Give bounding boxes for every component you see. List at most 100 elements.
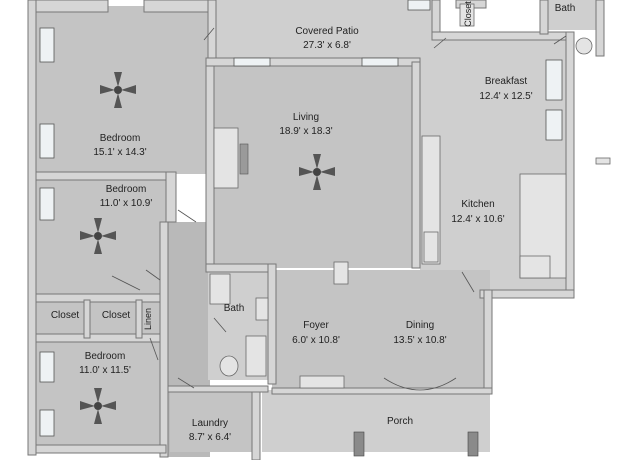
fireplace bbox=[213, 127, 239, 189]
wall-living-right bbox=[411, 61, 421, 269]
living-size: 18.9' x 18.3' bbox=[279, 126, 332, 137]
dining-size: 13.5' x 10.8' bbox=[393, 335, 446, 346]
window-bed1-1 bbox=[39, 27, 55, 63]
linen-name: Linen bbox=[143, 308, 153, 330]
covered-patio-floor bbox=[216, 0, 438, 62]
window-bed3-1 bbox=[39, 351, 55, 383]
ceiling-fan-icon bbox=[100, 72, 136, 108]
door-kitchen bbox=[461, 271, 475, 293]
window-breakfast-1 bbox=[545, 59, 563, 101]
wall-bed2-right bbox=[165, 171, 177, 223]
kitchen-size: 12.4' x 10.6' bbox=[451, 214, 504, 225]
ceiling-fan-icon bbox=[80, 218, 116, 254]
windows bbox=[39, 0, 563, 437]
doors bbox=[111, 27, 567, 389]
wall-top-1 bbox=[35, 0, 109, 13]
window-bed3-2 bbox=[39, 409, 55, 437]
wall-laundry-right bbox=[251, 391, 261, 460]
wall-kitchen-right bbox=[565, 31, 575, 297]
breakfast-size: 12.4' x 12.5' bbox=[479, 91, 532, 102]
bath-top-name: Bath bbox=[555, 3, 576, 14]
porch-column-2 bbox=[467, 431, 479, 457]
bath-top-floor bbox=[546, 0, 600, 30]
bath-mid-toilet bbox=[255, 297, 269, 321]
wall-top-2 bbox=[143, 0, 209, 13]
laundry-floor bbox=[170, 392, 260, 452]
living-name: Living bbox=[293, 112, 319, 123]
bedroom-3-name: Bedroom bbox=[85, 351, 126, 362]
window-living-2 bbox=[361, 57, 399, 67]
bedroom-2-size: 11.0' x 10.9' bbox=[100, 198, 153, 209]
dining-name: Dining bbox=[406, 320, 434, 331]
window-living-1 bbox=[233, 57, 271, 67]
ceiling-fan-icon bbox=[80, 388, 116, 424]
wall-closets-bed3 bbox=[35, 333, 167, 343]
wall-bed1-bed2 bbox=[35, 171, 177, 181]
foyer-name: Foyer bbox=[303, 320, 329, 331]
wall-kitchen-bottom bbox=[479, 289, 575, 299]
window-bed1-2 bbox=[39, 123, 55, 159]
wall-bath-top-right bbox=[595, 0, 605, 57]
wall-closet-sep-2 bbox=[135, 299, 143, 339]
bedroom-1-size: 15.1' x 14.3' bbox=[93, 147, 146, 158]
door-closet-2 bbox=[145, 269, 161, 281]
door-bath-top bbox=[553, 35, 567, 45]
ceiling-fan-icon bbox=[299, 154, 335, 190]
door-bath-mid bbox=[213, 317, 227, 333]
door-laundry bbox=[177, 377, 195, 389]
window-breakfast-2 bbox=[545, 109, 563, 141]
covered-patio-name: Covered Patio bbox=[295, 26, 359, 37]
kitchen-sink bbox=[519, 255, 551, 279]
ceiling-fans bbox=[80, 72, 335, 424]
porch-floor bbox=[262, 390, 490, 452]
bath-top-sink bbox=[575, 37, 593, 55]
closet-1-name: Closet bbox=[51, 310, 80, 321]
closet-top-shelf bbox=[459, 3, 475, 27]
bath-mid-name: Bath bbox=[224, 303, 245, 314]
wall-bath-top-left bbox=[539, 0, 549, 35]
porch-column-1 bbox=[353, 431, 365, 457]
bedroom-3-size: 11.0' x 11.5' bbox=[79, 365, 131, 376]
breakfast-name: Breakfast bbox=[485, 76, 527, 87]
foyer-size: 6.0' x 10.8' bbox=[292, 335, 340, 346]
bedroom-2-name: Bedroom bbox=[106, 184, 147, 195]
wall-bath-mid-right bbox=[267, 263, 277, 385]
wall-laundry-top bbox=[167, 385, 269, 393]
dining-floor bbox=[272, 270, 490, 390]
front-step bbox=[383, 377, 457, 391]
laundry-size: 8.7' x 6.4' bbox=[189, 432, 231, 443]
wall-living-left bbox=[205, 61, 215, 271]
exterior-vent bbox=[595, 157, 611, 165]
door-bed3 bbox=[149, 337, 159, 361]
wall-left bbox=[27, 0, 37, 456]
door-bed1 bbox=[203, 27, 215, 41]
wall-dining-bottom bbox=[271, 387, 493, 395]
bedroom-1-name: Bedroom bbox=[100, 133, 141, 144]
wall-bath-mid-top bbox=[205, 263, 277, 273]
window-patio bbox=[407, 0, 431, 11]
covered-patio-size: 27.3' x 6.8' bbox=[303, 40, 351, 51]
room-labels: Covered Patio 27.3' x 6.8' Bath Closet B… bbox=[51, 1, 575, 443]
door-bed2 bbox=[177, 209, 197, 223]
wall-closet-sep-1 bbox=[83, 299, 91, 339]
closet-top-name: Closet bbox=[463, 1, 473, 27]
door-patio bbox=[433, 37, 447, 49]
laundry-name: Laundry bbox=[192, 418, 228, 429]
wall-bottom-bed3 bbox=[35, 444, 167, 454]
porch-name: Porch bbox=[387, 416, 413, 427]
fireplace-hearth bbox=[239, 143, 249, 175]
kitchen-name: Kitchen bbox=[461, 199, 494, 210]
wall-hall-left bbox=[159, 221, 169, 458]
window-bed2 bbox=[39, 187, 55, 221]
bath-mid-vanity bbox=[209, 273, 231, 305]
bath-mid-shower bbox=[245, 335, 267, 377]
fixtures bbox=[209, 3, 611, 457]
foyer-bench bbox=[299, 375, 345, 389]
wall-dining-right bbox=[483, 289, 493, 395]
water-heater bbox=[219, 355, 239, 377]
hall-table bbox=[333, 261, 349, 285]
wall-bed2-closets bbox=[35, 293, 167, 303]
wall-kitchen-top bbox=[431, 31, 573, 41]
closet-2-name: Closet bbox=[102, 310, 131, 321]
